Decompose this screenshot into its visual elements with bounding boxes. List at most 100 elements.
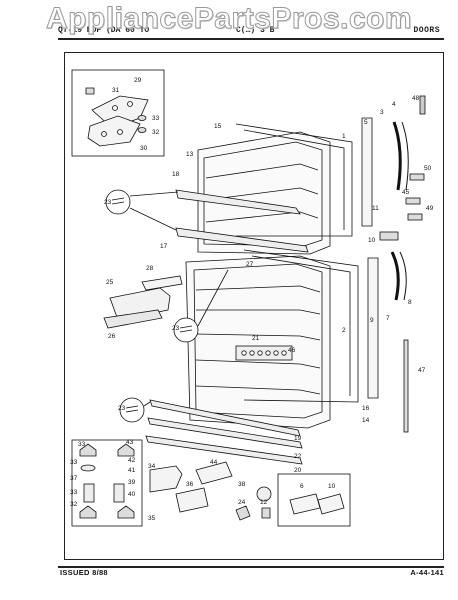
callout-32-b: 32 xyxy=(70,501,78,508)
hinge-bushing-12 xyxy=(261,507,271,519)
detail-circle-23c xyxy=(119,397,145,423)
callout-8: 8 xyxy=(408,299,412,306)
handle-end-inset-box xyxy=(277,473,351,527)
fresh-food-gasket xyxy=(367,257,379,399)
bottom-hinge-36 xyxy=(175,487,209,513)
callout-27: 27 xyxy=(246,261,254,268)
trim-48 xyxy=(419,95,426,115)
handle-bracket xyxy=(379,231,399,241)
diagram-frame xyxy=(64,52,444,560)
callout-10-b: 10 xyxy=(328,483,336,490)
freezer-shelf-rail xyxy=(175,189,301,215)
freezer-door-panel xyxy=(235,123,353,237)
butter-door xyxy=(141,275,183,291)
model-number: QT-19 DDF (DA 60 TO xyxy=(58,26,150,35)
hinge-cap-38 xyxy=(256,486,272,502)
callout-22: 22 xyxy=(294,453,302,460)
section-title: DOORS xyxy=(413,26,440,35)
callout-2: 2 xyxy=(342,327,346,334)
hardware-inset-box xyxy=(71,439,143,527)
freezer-gasket xyxy=(361,117,373,227)
callout-29: 29 xyxy=(134,77,142,84)
callout-48: 48 xyxy=(412,95,420,102)
callout-32: 32 xyxy=(152,129,160,136)
callout-42: 42 xyxy=(128,457,136,464)
egg-tray xyxy=(235,345,293,361)
callout-46: 46 xyxy=(288,347,296,354)
callout-36: 36 xyxy=(186,481,194,488)
lower-handle xyxy=(390,251,400,301)
callout-3: 3 xyxy=(380,109,384,116)
bottom-hinge-44 xyxy=(195,461,233,485)
hinge-pin xyxy=(85,87,95,95)
fresh-food-door-liner xyxy=(185,255,331,429)
detail-circle-23a xyxy=(105,189,131,215)
callout-23-a: 23 xyxy=(104,199,112,206)
hinge-inset-box xyxy=(71,69,165,157)
callout-9: 9 xyxy=(370,317,374,324)
watermark-logo: AppliancePartsPros.com xyxy=(45,2,413,36)
freezer-lower-rail xyxy=(175,227,309,253)
callout-16: 16 xyxy=(362,405,370,412)
trim-47 xyxy=(403,339,409,433)
callout-28: 28 xyxy=(146,265,154,272)
header-divider xyxy=(58,38,444,40)
callout-20: 20 xyxy=(294,467,302,474)
callout-33-b: 33 xyxy=(78,441,86,448)
callout-40: 40 xyxy=(128,491,136,498)
callout-14: 14 xyxy=(362,417,370,424)
detail-circle-23b xyxy=(173,317,199,343)
callout-11: 11 xyxy=(372,205,379,212)
callout-21: 21 xyxy=(252,335,260,342)
trim-49 xyxy=(407,213,423,221)
callout-5: 5 xyxy=(364,119,368,126)
callout-17: 17 xyxy=(160,243,168,250)
callout-26: 26 xyxy=(108,333,116,340)
callout-18: 18 xyxy=(172,171,180,178)
callout-34: 34 xyxy=(148,463,156,470)
callout-4: 4 xyxy=(392,101,396,108)
callout-39: 39 xyxy=(128,479,136,486)
shelf-rail-22 xyxy=(147,417,303,449)
part-callouts: 29 31 33 32 30 15 13 1 5 3 4 48 18 23 17… xyxy=(70,77,434,522)
shelf-rail-19 xyxy=(149,399,301,437)
callout-33: 33 xyxy=(152,115,160,122)
issue-date: ISSUED 8/88 xyxy=(60,568,108,577)
callout-30: 30 xyxy=(140,145,148,152)
callout-33-c: 33 xyxy=(70,459,78,466)
page-code: A-44-141 xyxy=(410,568,444,577)
shelf-rail-20 xyxy=(145,435,303,465)
trim-45 xyxy=(405,197,421,205)
callout-23-c: 23 xyxy=(118,405,126,412)
footer-divider xyxy=(58,566,444,568)
callout-38: 38 xyxy=(238,481,246,488)
upper-handle xyxy=(392,121,402,191)
callout-24: 24 xyxy=(238,499,246,506)
callout-41: 41 xyxy=(128,467,136,474)
callout-50: 50 xyxy=(424,165,432,172)
trim-50 xyxy=(409,173,425,181)
hinge-pin-24 xyxy=(235,505,251,521)
callout-23-b: 23 xyxy=(172,325,180,332)
butter-shelf xyxy=(103,309,163,329)
callout-43: 43 xyxy=(126,439,134,446)
callout-7: 7 xyxy=(386,315,390,322)
callout-45: 45 xyxy=(402,189,410,196)
callout-12: 12 xyxy=(260,499,268,506)
callout-6: 6 xyxy=(300,483,304,490)
lower-hinge-plate xyxy=(87,115,141,147)
callout-33-d: 33 xyxy=(70,489,78,496)
callout-25: 25 xyxy=(106,279,114,286)
header-mid-text: C(…) 3 B xyxy=(236,26,275,35)
callout-44: 44 xyxy=(210,459,218,466)
callout-1: 1 xyxy=(342,133,346,140)
callout-47: 47 xyxy=(418,367,426,374)
callout-31: 31 xyxy=(112,87,120,94)
callout-15: 15 xyxy=(214,123,222,130)
callout-19: 19 xyxy=(294,435,302,442)
bottom-hinge-34 xyxy=(149,465,183,493)
freezer-door-liner xyxy=(197,131,331,255)
callout-49: 49 xyxy=(426,205,434,212)
callout-37: 37 xyxy=(70,475,78,482)
